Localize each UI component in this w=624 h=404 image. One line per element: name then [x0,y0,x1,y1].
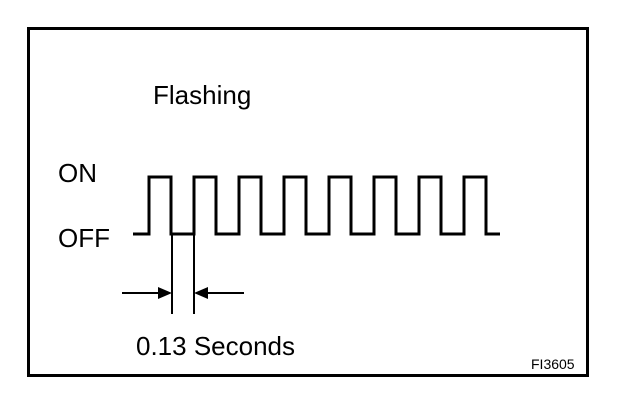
off-level-label: OFF [58,223,110,253]
signal-waveform [133,175,500,236]
interval-arrow-right [194,287,244,299]
interval-arrow-left [122,287,172,299]
on-level-label: ON [58,158,97,188]
figure-code: FI3605 [531,356,575,372]
interval-label: 0.13 Seconds [136,331,295,361]
diagram-title: Flashing [153,80,251,110]
diagram-frame [27,27,589,377]
